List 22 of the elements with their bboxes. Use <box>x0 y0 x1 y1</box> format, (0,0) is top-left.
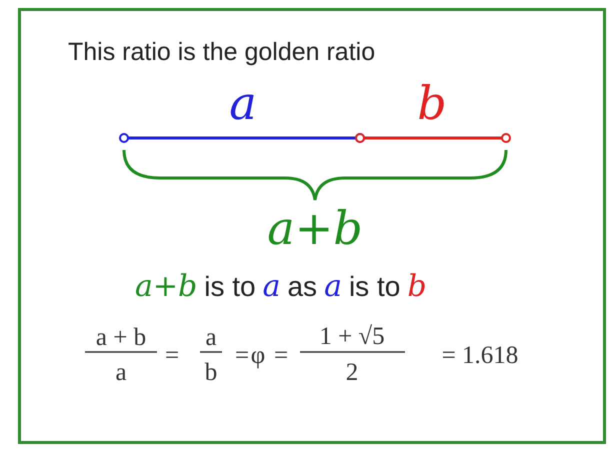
formula-term: 2 <box>346 360 358 385</box>
formula-term: a + b <box>96 325 146 350</box>
formula-term: a <box>115 360 127 385</box>
formula-term: φ <box>250 343 266 368</box>
segment-label: b <box>417 80 447 126</box>
formula-term: 1 + √5 <box>319 324 385 349</box>
math-symbol: a+b <box>135 272 198 302</box>
math-symbol: a <box>324 272 342 302</box>
segment-label: a <box>229 80 257 126</box>
sum-label: a+b <box>267 205 363 251</box>
formula-term: = <box>164 343 180 368</box>
formula-term: a <box>205 325 217 350</box>
title: This ratio is the golden ratio <box>68 40 376 65</box>
sentence-text: is to <box>348 273 400 301</box>
sentence-text: is to <box>204 273 256 301</box>
formula-term: b <box>204 360 218 385</box>
math-symbol: b <box>407 272 427 302</box>
formula-term: = 1.618 <box>442 343 518 368</box>
sentence-text: as <box>287 273 318 301</box>
math-symbol: a <box>262 272 280 302</box>
formula-term: = <box>274 343 288 368</box>
formula-term: = <box>234 343 250 368</box>
